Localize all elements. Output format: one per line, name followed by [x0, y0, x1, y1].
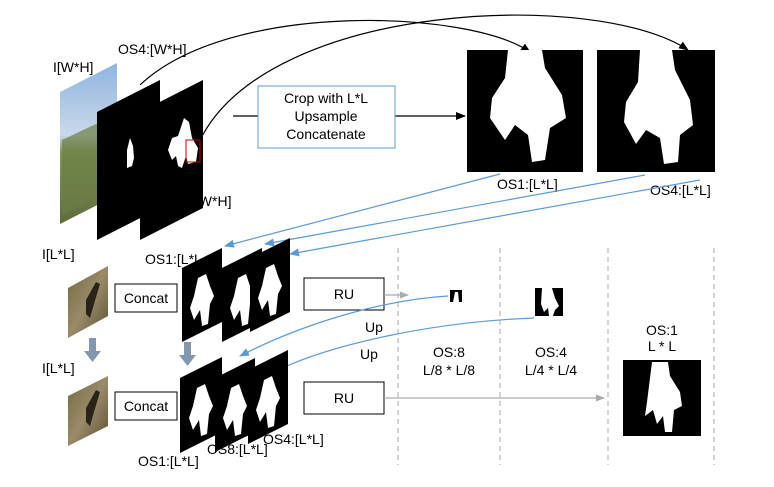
- os8-small-mask: [450, 290, 462, 302]
- up-label-2: Up: [360, 346, 378, 362]
- os8-stack-bottom-label: OS8:[L*L]: [207, 441, 268, 457]
- input-crop-bottom-image: [68, 376, 108, 446]
- os4-title: OS:4: [535, 344, 567, 360]
- os4-crop-mask: [597, 50, 715, 172]
- ru-top-box: [303, 277, 385, 311]
- down-arrow-input: [84, 338, 101, 362]
- concat-top-label: Concat: [124, 290, 168, 306]
- bottom-mask-stack: [180, 350, 288, 453]
- input-crop-bottom-label: I[L*L]: [42, 360, 75, 376]
- os1-stack-top-label: OS1:[L*L: [145, 251, 202, 267]
- blue-arrow-os4-to-top-b: [289, 179, 701, 257]
- os1-crop-mask: [467, 50, 583, 172]
- curve-arrow-os1: [139, 19, 531, 86]
- os4-size: L/4 * L/4: [525, 362, 577, 378]
- concat-bottom-label: Concat: [124, 398, 168, 414]
- os1-title: OS:1: [646, 322, 678, 338]
- dashed-separators: [397, 248, 715, 465]
- input-full-label: I[W*H]: [53, 59, 93, 75]
- os4-small-mask: [535, 288, 563, 316]
- crop-line-2: Upsample: [294, 108, 357, 124]
- down-arrow-stack: [179, 342, 196, 366]
- blue-arrow-os4-to-top-a: [264, 174, 646, 247]
- os8-title: OS:8: [433, 344, 465, 360]
- crop-line-3: Concatenate: [286, 126, 366, 142]
- os4-stack-bottom-label: OS4:[L*L]: [263, 431, 324, 447]
- ru-top-label: RU: [334, 286, 354, 302]
- os4-full-label: OS4:[W*H]: [118, 41, 186, 57]
- up-label-1: Up: [365, 319, 383, 335]
- top-mask-stack: [182, 238, 290, 342]
- os1-full-label: OS1:[W*H]: [163, 193, 231, 209]
- os1-size: L * L: [648, 338, 676, 354]
- concat-bottom-box: [114, 391, 178, 421]
- curve-arrow-os4: [199, 14, 689, 141]
- blue-arrow-os4-up: [277, 317, 535, 371]
- blue-arrow-os8-up: [239, 295, 449, 357]
- os1-stack-bottom-label: OS1:[L*L]: [138, 453, 199, 469]
- concat-top-box: [114, 283, 178, 313]
- blue-arrow-os1-to-top: [224, 173, 501, 248]
- input-crop-top-label: I[L*L]: [42, 246, 75, 262]
- os8-size: L/8 * L/8: [423, 362, 475, 378]
- os4-crop-label: OS4:[L*L]: [650, 182, 711, 198]
- ru-bottom-label: RU: [334, 390, 354, 406]
- input-crop-top-image: [68, 266, 108, 338]
- crop-upsample-box: Crop with L*L Upsample Concatenate: [257, 85, 396, 149]
- crop-line-1: Crop with L*L: [284, 90, 368, 106]
- os1-full-mask: [140, 80, 203, 240]
- os1-output-mask: [623, 360, 701, 436]
- os1-crop-label: OS1:[L*L]: [497, 176, 558, 192]
